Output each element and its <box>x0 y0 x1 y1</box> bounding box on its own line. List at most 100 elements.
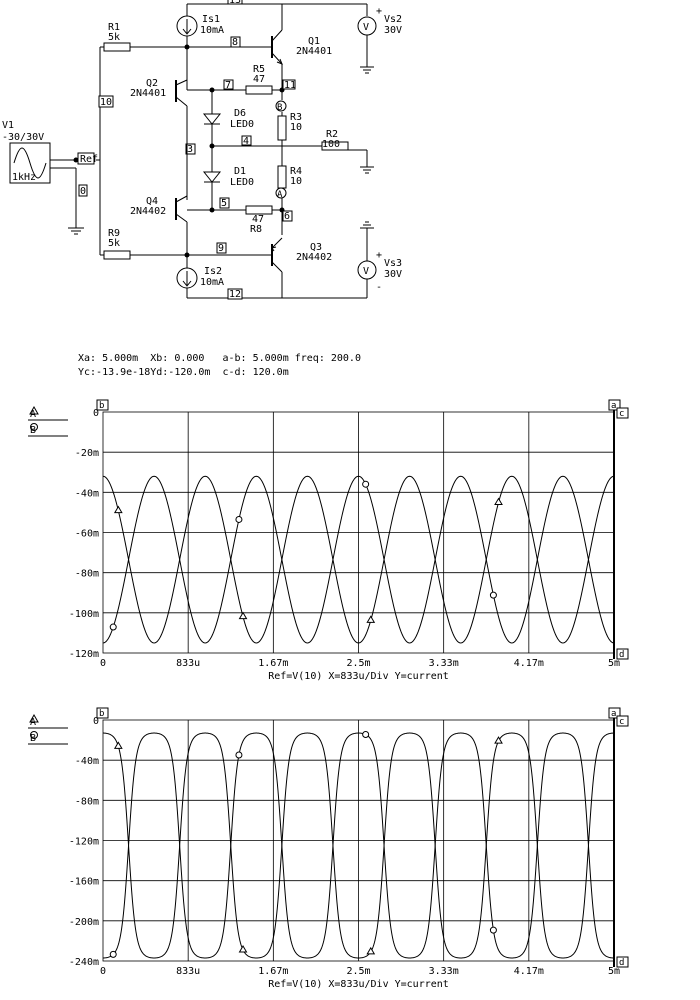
y-tick-label: -80m <box>75 569 99 580</box>
x-axis-label: Ref=V(10) X=833u/Div Y=current <box>268 979 449 990</box>
q2-value: 2N4401 <box>130 88 166 99</box>
cursor-readout-line-1: Xa: 5.000m Xb: 0.000 a-b: 5.000m freq: 2… <box>78 353 361 364</box>
vs2-plus: + <box>376 6 382 17</box>
r9-name: R9 <box>108 228 120 239</box>
cursor-c-handle[interactable] <box>616 407 629 419</box>
series-marker-a <box>238 944 248 953</box>
series-marker-a <box>494 736 503 744</box>
series-marker-a <box>113 505 123 514</box>
v1-value: -30/30V <box>2 132 44 143</box>
series-marker-a <box>366 615 376 623</box>
x-tick-label: 833u <box>176 658 200 669</box>
legend-triangle-marker <box>29 405 39 415</box>
node-5: 5 <box>221 198 227 209</box>
node-12: 12 <box>229 289 241 300</box>
q3-name: Q3 <box>310 242 322 253</box>
legend-triangle-marker <box>29 713 39 723</box>
x-tick-label: 4.17m <box>514 658 544 669</box>
schematic: V1 -30/30V 1kHz Ref 0 10 R1 5k R9 5k <box>2 0 402 300</box>
q4-name: Q4 <box>146 196 158 207</box>
r1-value: 5k <box>108 32 120 43</box>
x-tick-label: 4.17m <box>514 966 544 977</box>
x-axis-label: Ref=V(10) X=833u/Div Y=current <box>268 671 449 682</box>
series-marker-b <box>362 730 370 738</box>
node-10: 10 <box>100 97 112 108</box>
y-tick-label: -40m <box>75 488 99 499</box>
is1-name: Is1 <box>202 14 220 25</box>
cursor-d-label: d <box>619 958 624 968</box>
r5-name: R5 <box>253 64 265 75</box>
cursor-b-handle[interactable] <box>96 399 109 411</box>
q3-value: 2N4402 <box>296 252 332 263</box>
node-4: 4 <box>243 136 249 147</box>
series-marker-b <box>489 926 497 934</box>
node-7: 7 <box>225 80 231 91</box>
series-marker-a <box>494 497 503 506</box>
cursor-d-handle[interactable] <box>616 648 629 660</box>
r3-name: R3 <box>290 112 302 123</box>
x-tick-label: 3.33m <box>429 966 459 977</box>
v1-freq: 1kHz <box>12 172 36 183</box>
r8-value: 47 <box>252 214 264 225</box>
x-tick-label: 5m <box>608 966 620 977</box>
node-13: 13 <box>229 0 241 6</box>
cursor-c-label: c <box>619 409 624 419</box>
v1-source[interactable]: V1 -30/30V 1kHz <box>2 120 51 184</box>
series-marker-b <box>109 950 117 958</box>
x-tick-label: 5m <box>608 658 620 669</box>
vs2-value: 30V <box>384 25 402 36</box>
y-tick-label: -120m <box>69 649 99 660</box>
x-tick-label: 1.67m <box>258 966 288 977</box>
series-line-a <box>102 475 615 644</box>
x-tick-label: 833u <box>176 966 200 977</box>
cursor-b-handle[interactable] <box>96 707 109 719</box>
y-tick-label: -100m <box>69 609 99 620</box>
cursor-d-label: d <box>619 650 624 660</box>
r4-name: R4 <box>290 166 302 177</box>
node-8: 8 <box>232 37 238 48</box>
d6-name: D6 <box>234 108 246 119</box>
q1-name: Q1 <box>308 36 320 47</box>
r9-value: 5k <box>108 238 120 249</box>
q2-name: Q2 <box>146 78 158 89</box>
series-marker-b <box>109 623 117 631</box>
series-line-a <box>102 732 615 959</box>
series-line-b <box>102 475 615 644</box>
series-marker-a <box>366 946 376 955</box>
vs2-meter: V <box>363 22 369 33</box>
series-marker-a <box>238 611 248 620</box>
x-tick-label: 0 <box>100 966 106 977</box>
cursor-a-label: a <box>611 709 616 719</box>
cursor-d-handle[interactable] <box>616 956 629 968</box>
node-11: 11 <box>284 80 296 91</box>
y-tick-label: -40m <box>75 756 99 767</box>
y-tick-label: -80m <box>75 796 99 807</box>
r5-value: 47 <box>253 74 265 85</box>
vs3-value: 30V <box>384 269 402 280</box>
x-tick-label: 0 <box>100 658 106 669</box>
y-tick-label: -160m <box>69 877 99 888</box>
node-3: 3 <box>187 144 193 155</box>
cursor-c-label: c <box>619 717 624 727</box>
cursor-b-label: b <box>99 401 104 411</box>
node-0: 0 <box>80 186 86 197</box>
probe-b: B <box>277 103 282 113</box>
y-tick-label: 0 <box>93 408 99 419</box>
cursor-a-handle[interactable] <box>608 707 621 719</box>
is2-name: Is2 <box>204 266 222 277</box>
r8-name: R8 <box>250 224 262 235</box>
cursor-a-handle[interactable] <box>608 399 621 411</box>
d6-value: LED0 <box>230 119 254 130</box>
cursor-c-handle[interactable] <box>616 715 629 727</box>
is2-value: 10mA <box>200 277 224 288</box>
r4-value: 10 <box>290 176 302 187</box>
vs3-meter: V <box>363 266 369 277</box>
ref-label: Ref <box>80 154 98 165</box>
series-marker-a <box>113 741 123 749</box>
series-marker-b <box>235 515 243 523</box>
legend-circle-marker <box>30 731 38 739</box>
cursor-b-label: b <box>99 709 104 719</box>
